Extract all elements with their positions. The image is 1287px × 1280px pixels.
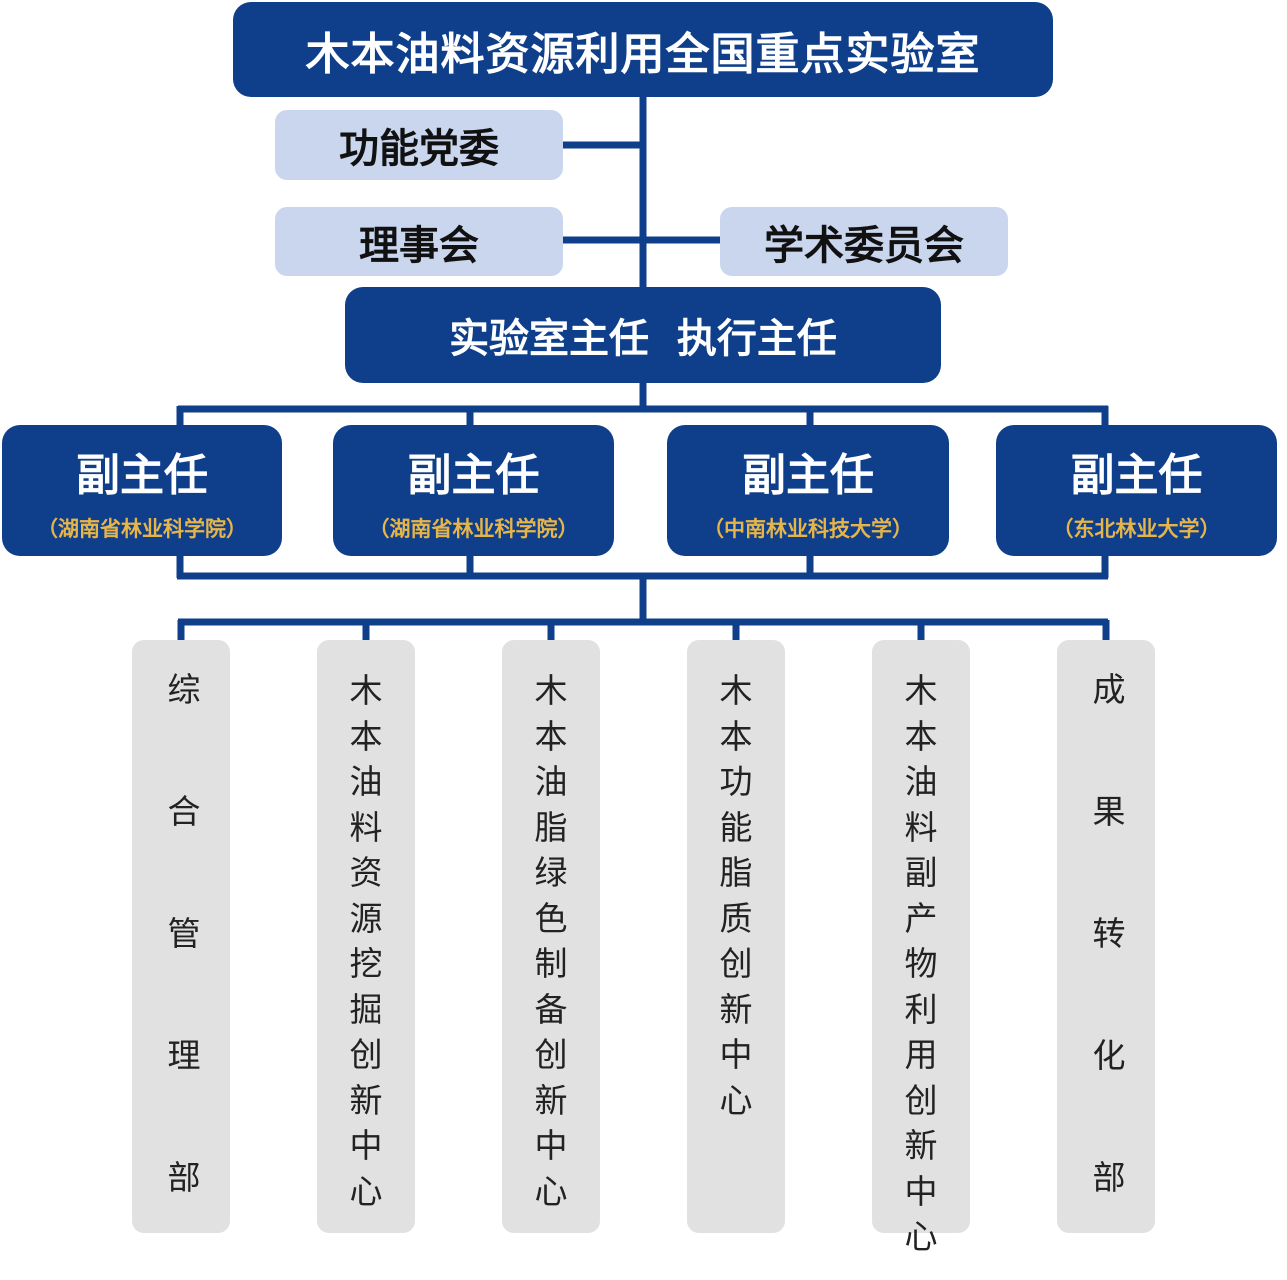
vice-director-box: 副主任 （东北林业大学） <box>996 425 1277 556</box>
department-label: 综合管理部 <box>162 672 201 1280</box>
department-char: 能 <box>719 807 753 847</box>
department-column: 综合管理部 <box>132 640 230 1280</box>
vice-director-title: 副主任 <box>1070 449 1203 501</box>
department-char: 产 <box>904 898 938 938</box>
department-char: 中 <box>534 1126 568 1165</box>
department-char: 色 <box>534 898 568 938</box>
department-char: 料 <box>904 807 938 847</box>
department-char: 心 <box>904 1217 938 1256</box>
party-committee-label: 功能党委 <box>339 126 499 172</box>
department-char: 用 <box>904 1035 938 1074</box>
department-column: 木本油料副产物利用创新中心 <box>872 640 970 1256</box>
vice-director-org: （湖南省林业科学院） <box>37 516 247 541</box>
department-column: 成果转化部 <box>1057 640 1155 1280</box>
department-char: 创 <box>719 944 753 983</box>
vice-director-org: （中南林业科技大学） <box>703 516 913 541</box>
department-char: 绿 <box>534 853 568 892</box>
department-char: 制 <box>534 944 568 983</box>
academic-committee-label: 学术委员会 <box>764 222 964 269</box>
department-char: 中 <box>349 1126 383 1165</box>
department-column: 木本油料资源挖掘创新中心 <box>317 640 415 1233</box>
department-char: 创 <box>349 1035 383 1074</box>
department-char: 心 <box>349 1171 383 1211</box>
council-label: 理事会 <box>359 222 479 269</box>
lab-title-box: 木本油料资源利用全国重点实验室 <box>233 2 1053 97</box>
department-char: 木 <box>719 671 753 710</box>
vice-director-box: 副主任 （中南林业科技大学） <box>667 425 949 556</box>
department-char: 本 <box>719 716 753 756</box>
department-char: 创 <box>534 1035 568 1074</box>
department-char: 备 <box>534 989 568 1029</box>
department-char: 创 <box>904 1080 938 1120</box>
department-char: 利 <box>904 989 938 1029</box>
department-char: 新 <box>534 1080 568 1120</box>
department-char: 资 <box>349 853 383 892</box>
department-char: 油 <box>534 762 568 801</box>
party-committee-box: 功能党委 <box>275 110 563 180</box>
vice-director-org: （湖南省林业科学院） <box>368 516 579 541</box>
department-char: 源 <box>349 898 383 938</box>
department-char: 中 <box>719 1035 753 1074</box>
department-char: 木 <box>534 671 568 710</box>
department-char: 油 <box>349 762 383 801</box>
vice-director-title: 副主任 <box>407 449 540 501</box>
department-char: 脂 <box>719 853 753 892</box>
department-char: 脂 <box>534 807 568 847</box>
department-char: 油 <box>904 762 938 801</box>
academic-committee-box: 学术委员会 <box>720 207 1008 276</box>
department-char: 木 <box>904 671 938 710</box>
department-char: 心 <box>534 1171 568 1211</box>
department-char: 本 <box>349 716 383 756</box>
department-char: 料 <box>349 807 383 847</box>
vice-director-box: 副主任 （湖南省林业科学院） <box>2 425 282 556</box>
vice-director-title: 副主任 <box>742 449 874 501</box>
department-char: 本 <box>534 716 568 756</box>
department-char: 质 <box>719 898 753 938</box>
director-box: 实验室主任 执行主任 <box>345 287 941 383</box>
department-char: 新 <box>904 1126 938 1165</box>
vice-director-box: 副主任 （湖南省林业科学院） <box>333 425 614 556</box>
department-char: 功 <box>719 762 753 801</box>
department-char: 物 <box>904 944 938 983</box>
department-label: 成果转化部 <box>1087 672 1126 1280</box>
department-char: 新 <box>349 1080 383 1120</box>
vice-director-org: （东北林业大学） <box>1052 516 1221 541</box>
department-column: 木本油脂绿色制备创新中心 <box>502 640 600 1233</box>
department-char: 木 <box>349 671 383 710</box>
vice-director-title: 副主任 <box>76 449 208 501</box>
department-char: 副 <box>904 853 938 892</box>
department-char: 新 <box>719 989 753 1029</box>
department-char: 挖 <box>349 944 383 983</box>
department-column: 木本功能脂质创新中心 <box>687 640 785 1233</box>
department-char: 心 <box>719 1080 753 1120</box>
department-char: 本 <box>904 716 938 756</box>
department-char: 掘 <box>349 989 383 1029</box>
director-label: 实验室主任 执行主任 <box>449 316 837 362</box>
department-char: 中 <box>904 1171 938 1211</box>
lab-title: 木本油料资源利用全国重点实验室 <box>305 28 981 80</box>
council-box: 理事会 <box>275 207 563 276</box>
